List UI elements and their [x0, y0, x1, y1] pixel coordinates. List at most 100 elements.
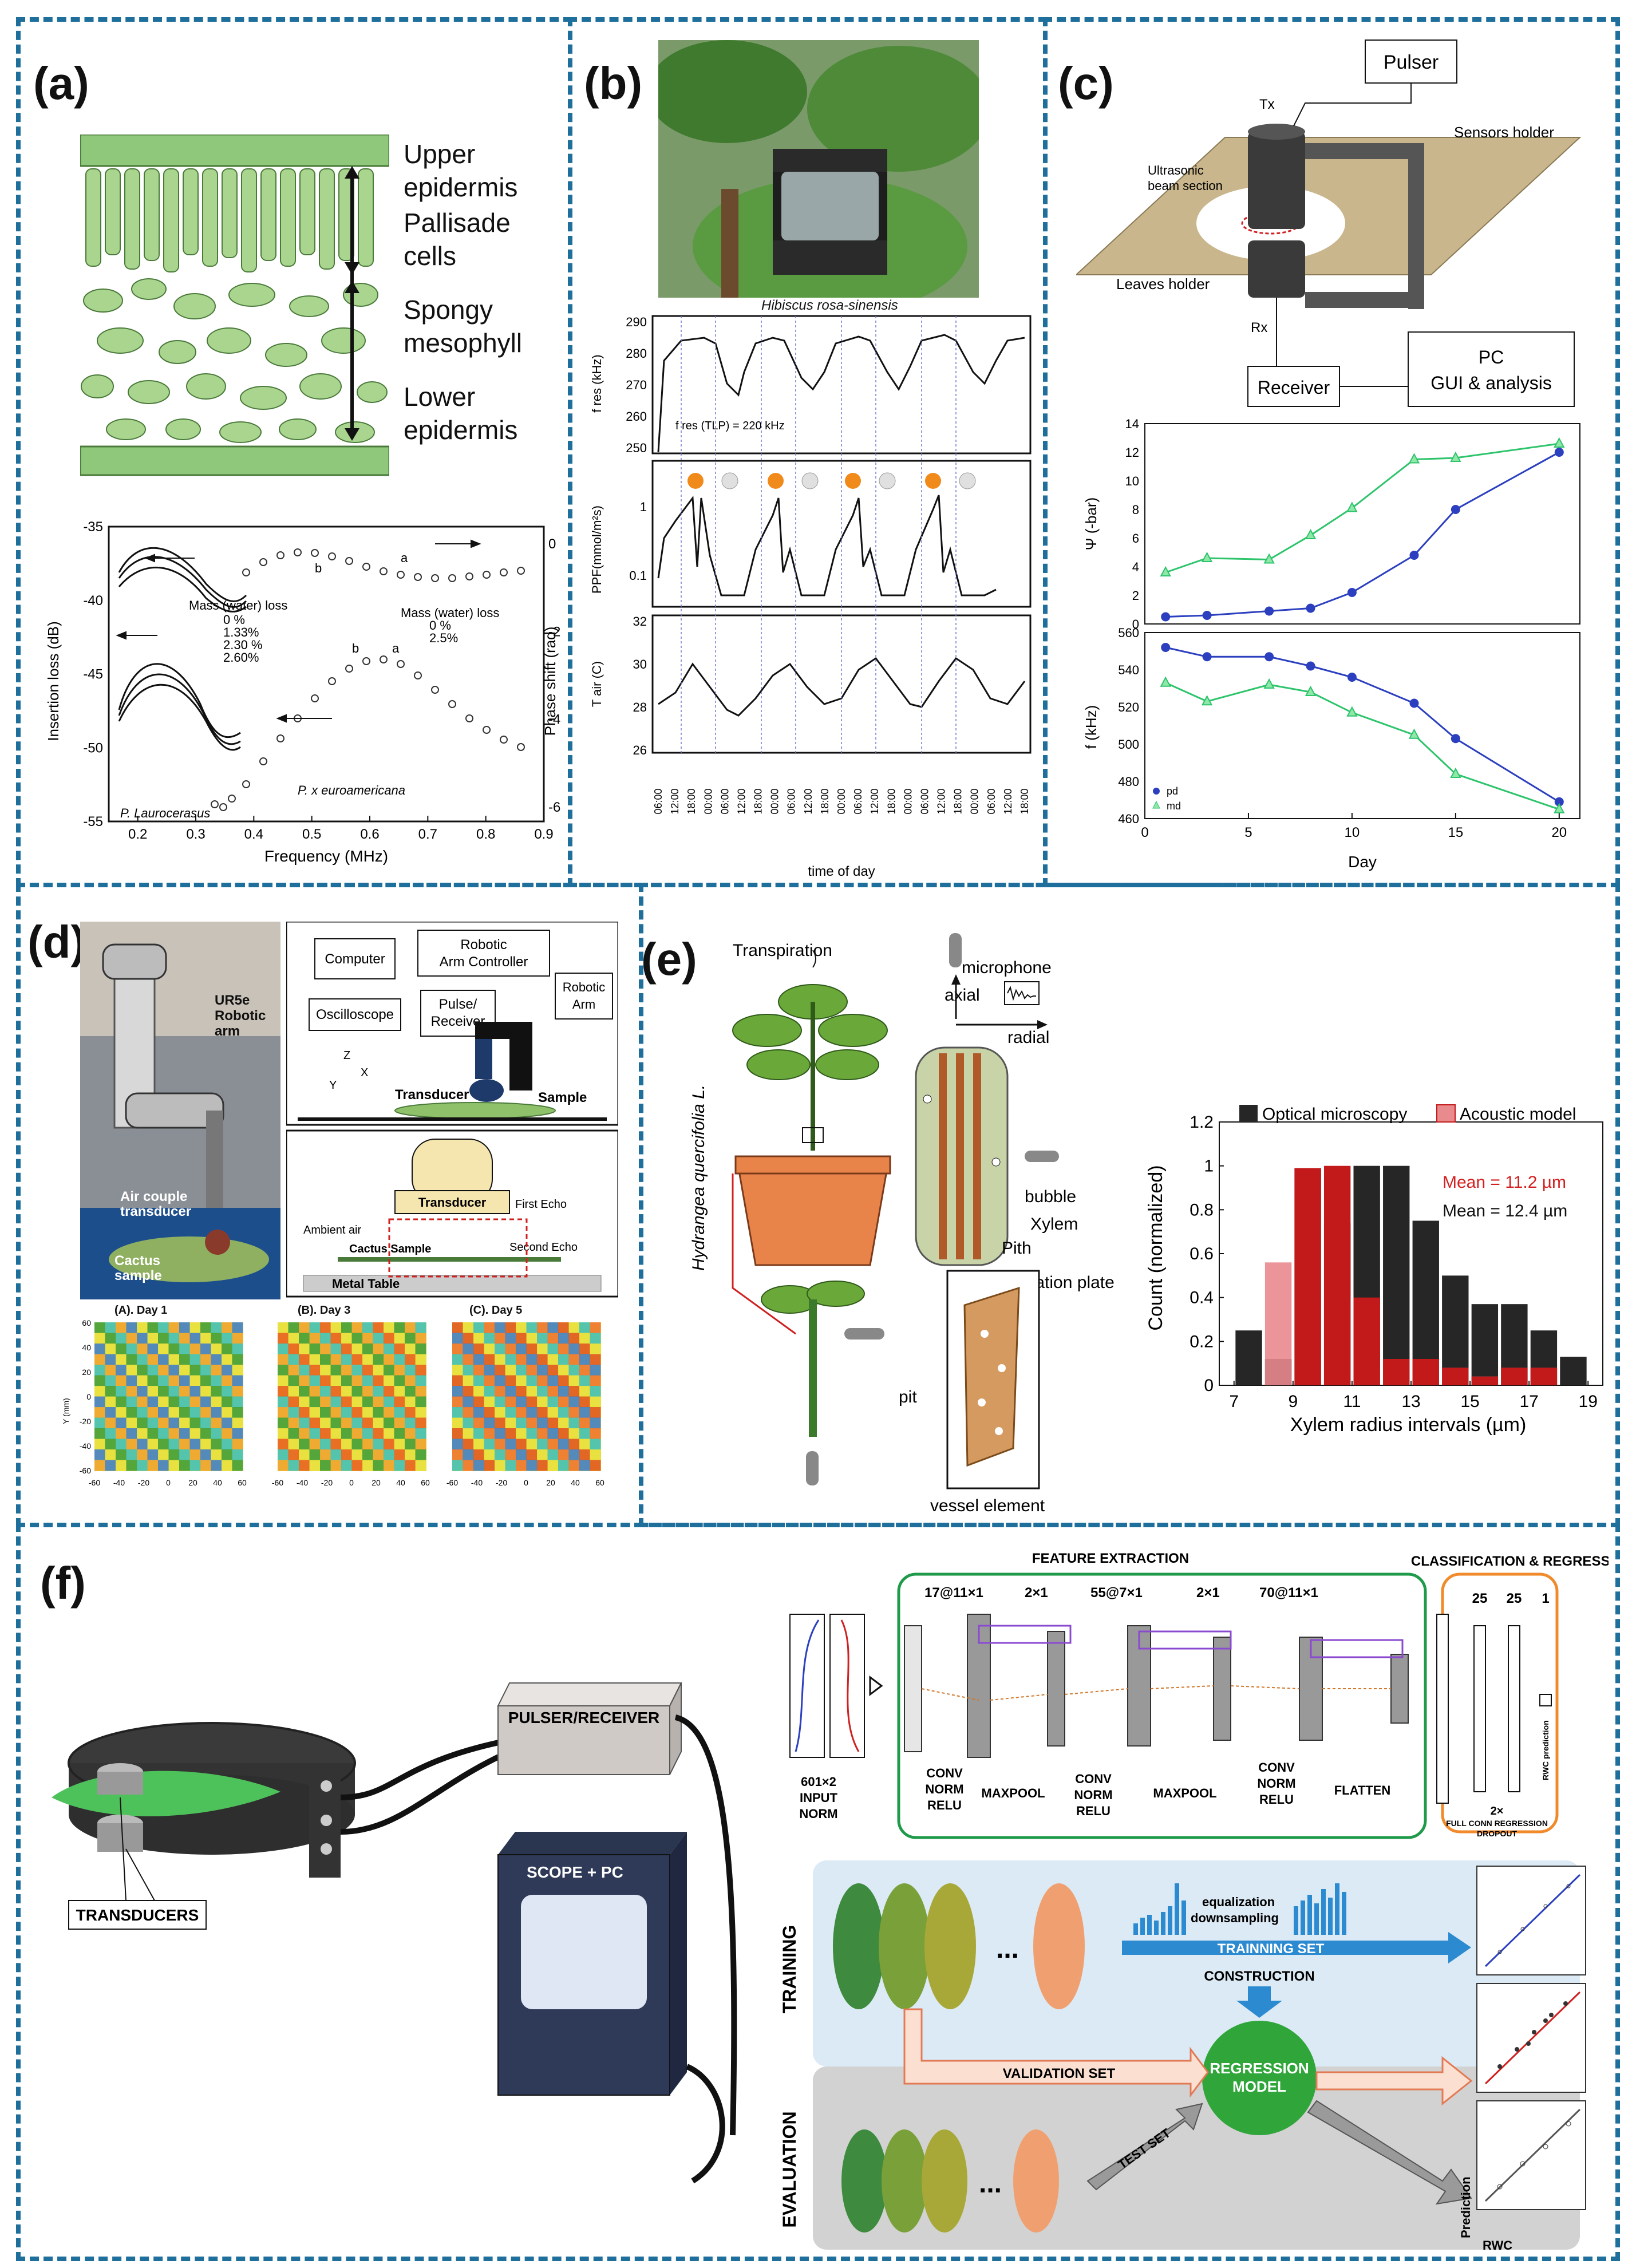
md-point — [1305, 528, 1317, 539]
heatmap-cell — [505, 1375, 516, 1386]
heatmap-cell — [579, 1417, 590, 1429]
heatmap-cell — [94, 1407, 105, 1418]
heatmap-cell — [158, 1386, 169, 1397]
map-x-tick: 60 — [421, 1478, 430, 1487]
heatmap-cell — [405, 1365, 416, 1376]
heatmap-cell — [579, 1354, 590, 1365]
heatmap-cell — [415, 1344, 426, 1354]
map-x-tick: 40 — [571, 1478, 580, 1487]
heatmap-cell — [484, 1386, 495, 1397]
heatmap-cell — [168, 1344, 180, 1354]
heatmap-cell — [200, 1428, 211, 1439]
legend-optical: Optical microscopy — [1262, 1105, 1407, 1124]
heatmap-cell — [320, 1396, 331, 1408]
heatmap-cell — [495, 1386, 505, 1397]
heatmap-cell — [211, 1460, 222, 1471]
heatmap-cell — [232, 1365, 243, 1376]
heatmap-cell — [278, 1428, 289, 1439]
evaluation-label: EVALUATION — [779, 2111, 800, 2227]
heatmap-cell — [351, 1322, 363, 1333]
heatmap-cell — [147, 1407, 159, 1418]
heatmap-cell — [547, 1344, 559, 1354]
map-x-tick: 20 — [372, 1478, 381, 1487]
svg-text:Air couple: Air couple — [120, 1189, 187, 1204]
heatmap-cell — [473, 1449, 484, 1460]
svg-text:pit: pit — [899, 1388, 917, 1406]
heatmap-cell — [373, 1333, 384, 1344]
heatmap-cell — [484, 1322, 495, 1333]
time-tick: 18:00 — [686, 788, 697, 814]
heatmap-cell — [309, 1439, 321, 1450]
receiver-text: Receiver — [1258, 377, 1330, 398]
heatmap-cell — [200, 1449, 211, 1460]
heatmap-cell — [373, 1439, 384, 1450]
heatmap-cell — [147, 1428, 159, 1439]
heatmap-cell — [394, 1428, 405, 1439]
md-point — [1263, 553, 1275, 564]
map-y-tick: 20 — [82, 1368, 91, 1377]
label-pallisade: Pallisade — [404, 208, 511, 238]
heatmap-cell — [168, 1365, 180, 1376]
heatmap-cell — [320, 1428, 331, 1439]
heatmap-cell — [222, 1386, 232, 1397]
heatmap-cell — [362, 1365, 373, 1376]
heatmap-cell — [505, 1396, 516, 1408]
mean-optical: Mean = 12.4 µm — [1443, 1202, 1567, 1220]
heatmap-cell — [405, 1375, 416, 1386]
heatmap-cell — [384, 1375, 394, 1386]
y-right-tick-label: 0 — [548, 536, 556, 552]
svg-text:Computer: Computer — [325, 951, 385, 967]
heatmap-cell — [126, 1365, 137, 1376]
heatmap-cell — [211, 1365, 222, 1376]
heatmap-cell — [94, 1354, 105, 1365]
heatmap-cell — [484, 1396, 495, 1408]
heatmap-cell — [351, 1439, 363, 1450]
heatmap-cell — [147, 1386, 159, 1397]
panel-d-label: (d) — [27, 916, 86, 967]
heatmap-cell — [547, 1449, 559, 1460]
heatmap-cell — [158, 1407, 169, 1418]
heatmap-cell — [179, 1396, 190, 1408]
histogram-x-tick: 11 — [1343, 1392, 1361, 1411]
heatmap-cell — [137, 1354, 148, 1365]
heatmap-cell — [351, 1386, 363, 1397]
heatmap-cell — [299, 1386, 310, 1397]
heatmap-cell — [558, 1375, 569, 1386]
arm-controller-box — [417, 930, 550, 977]
heatmap-cell — [558, 1417, 569, 1429]
heatmap-cell — [473, 1365, 484, 1376]
heatmap-cell — [394, 1375, 405, 1386]
heatmap-cell — [463, 1407, 474, 1418]
moon-icon — [879, 472, 896, 489]
psi-tick: 4 — [1132, 560, 1139, 574]
heatmap-cell — [126, 1449, 137, 1460]
heatmap-cell — [211, 1407, 222, 1418]
training-evaluation-workflow: TRAINING EVALUATION ... equalization dow… — [779, 1860, 1586, 2253]
histogram-bar-2 — [1442, 1368, 1469, 1385]
md-point — [1408, 728, 1420, 739]
svg-text:transducer: transducer — [120, 1204, 191, 1219]
f-y-label: f (kHz) — [1082, 705, 1100, 749]
histogram-x-tick: 17 — [1519, 1392, 1538, 1411]
xylem-acoustic-diagram: Transpiration Hydrangea quercifolia L. c… — [689, 933, 1115, 1515]
svg-text:NORM: NORM — [925, 1782, 963, 1796]
panel-f-frame — [16, 1523, 1620, 2261]
heatmap-cell — [590, 1439, 601, 1450]
heatmap-cell — [415, 1322, 426, 1333]
heatmap-cell — [200, 1407, 211, 1418]
heatmap-cell — [168, 1460, 180, 1471]
svg-text:Transducer: Transducer — [418, 1195, 487, 1210]
beam-section-label-1: Ultrasonic — [1148, 163, 1204, 177]
heatmap-cell — [232, 1428, 243, 1439]
heatmap-cell — [179, 1365, 190, 1376]
svg-text:P. Laurocerasus: P. Laurocerasus — [120, 806, 210, 820]
heatmap-cell — [568, 1460, 580, 1471]
cnn-architecture-diagram: FEATURE EXTRACTION CLASSIFICATION & REGR… — [789, 1551, 1609, 1839]
heatmap-cell — [568, 1439, 580, 1450]
heatmap-cell — [463, 1322, 474, 1333]
legend-md: md — [1167, 800, 1181, 812]
svg-text:bubble: bubble — [1025, 1187, 1076, 1206]
heatmap-cell — [309, 1322, 321, 1333]
svg-text:Xylem: Xylem — [1030, 1215, 1078, 1234]
heatmap-cell — [547, 1375, 559, 1386]
